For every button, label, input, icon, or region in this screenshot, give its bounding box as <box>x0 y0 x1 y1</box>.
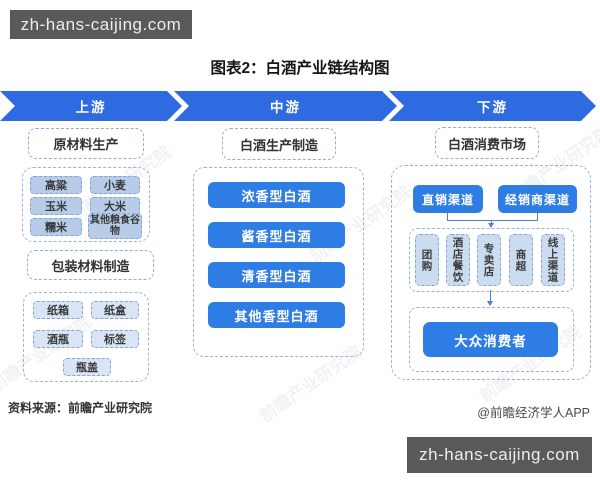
stage-arrow-midstream: 中游 <box>174 91 397 121</box>
sub-channel-label: 团购 <box>420 248 433 272</box>
stage-label: 中游 <box>270 100 301 115</box>
product-item: 清香型白酒 <box>208 262 345 288</box>
connector-line <box>447 220 538 221</box>
sub-channel-label: 专卖店 <box>482 242 495 278</box>
upstream-section-packaging: 包装材料制造 <box>27 250 154 280</box>
channel-distributor: 经销商渠道 <box>498 185 577 213</box>
site-badge-top: zh-hans-caijing.com <box>10 10 192 39</box>
grain-item: 高粱 <box>30 176 82 194</box>
sub-channel-item: 专卖店 <box>477 234 501 286</box>
mass-consumer-box: 大众消费者 <box>423 322 558 357</box>
connector-line <box>491 220 492 224</box>
sub-channel-label: 商超 <box>514 248 527 272</box>
connector-line <box>537 213 538 220</box>
packaging-item: 纸盒 <box>91 301 139 319</box>
upstream-section-raw-materials: 原材料生产 <box>28 128 144 159</box>
arrow-down-icon <box>487 301 493 306</box>
grains-group-container <box>22 167 150 242</box>
page-title: 图表2：白酒产业链结构图 <box>210 60 390 77</box>
product-item: 酱香型白酒 <box>208 222 345 248</box>
packaging-item: 酒瓶 <box>33 330 83 348</box>
products-group-container <box>193 167 364 357</box>
packaging-item: 标签 <box>91 330 139 348</box>
credit-note: @前瞻经济学人APP <box>477 406 590 420</box>
midstream-section-production: 白酒生产制造 <box>222 128 336 160</box>
site-badge-bottom: zh-hans-caijing.com <box>407 437 592 473</box>
grain-item: 其他粮食谷物 <box>88 213 142 239</box>
packaging-group-container <box>23 292 149 382</box>
market-outer-container <box>391 165 591 380</box>
sub-channels-container <box>409 228 574 292</box>
grain-item: 玉米 <box>30 197 82 215</box>
source-note: 资料来源：前瞻产业研究院 <box>8 401 153 415</box>
stage-arrow-upstream: 上游 <box>0 91 182 121</box>
stage-arrow-downstream: 下游 <box>389 91 596 121</box>
packaging-item: 瓶盖 <box>63 358 111 376</box>
sub-channel-item: 商超 <box>509 234 533 286</box>
grain-item: 糯米 <box>30 218 82 236</box>
consumer-container <box>409 307 574 372</box>
sub-channel-label: 酒店餐饮 <box>451 237 464 283</box>
arrow-down-icon <box>488 223 494 228</box>
product-item: 浓香型白酒 <box>208 182 345 208</box>
product-item: 其他香型白酒 <box>208 302 345 328</box>
channel-direct-sales: 直销渠道 <box>413 185 483 213</box>
stage-label: 上游 <box>75 100 107 115</box>
sub-channel-item: 团购 <box>415 234 439 286</box>
connector-line <box>490 290 491 302</box>
packaging-item: 纸箱 <box>33 301 83 319</box>
stage-label: 下游 <box>477 100 508 115</box>
sub-channel-item: 线上渠道 <box>541 234 565 286</box>
downstream-section-market: 白酒消费市场 <box>435 127 539 159</box>
grain-item: 小麦 <box>90 176 140 194</box>
sub-channel-label: 线上渠道 <box>546 237 559 283</box>
sub-channel-item: 酒店餐饮 <box>446 234 470 286</box>
connector-line <box>447 213 448 220</box>
